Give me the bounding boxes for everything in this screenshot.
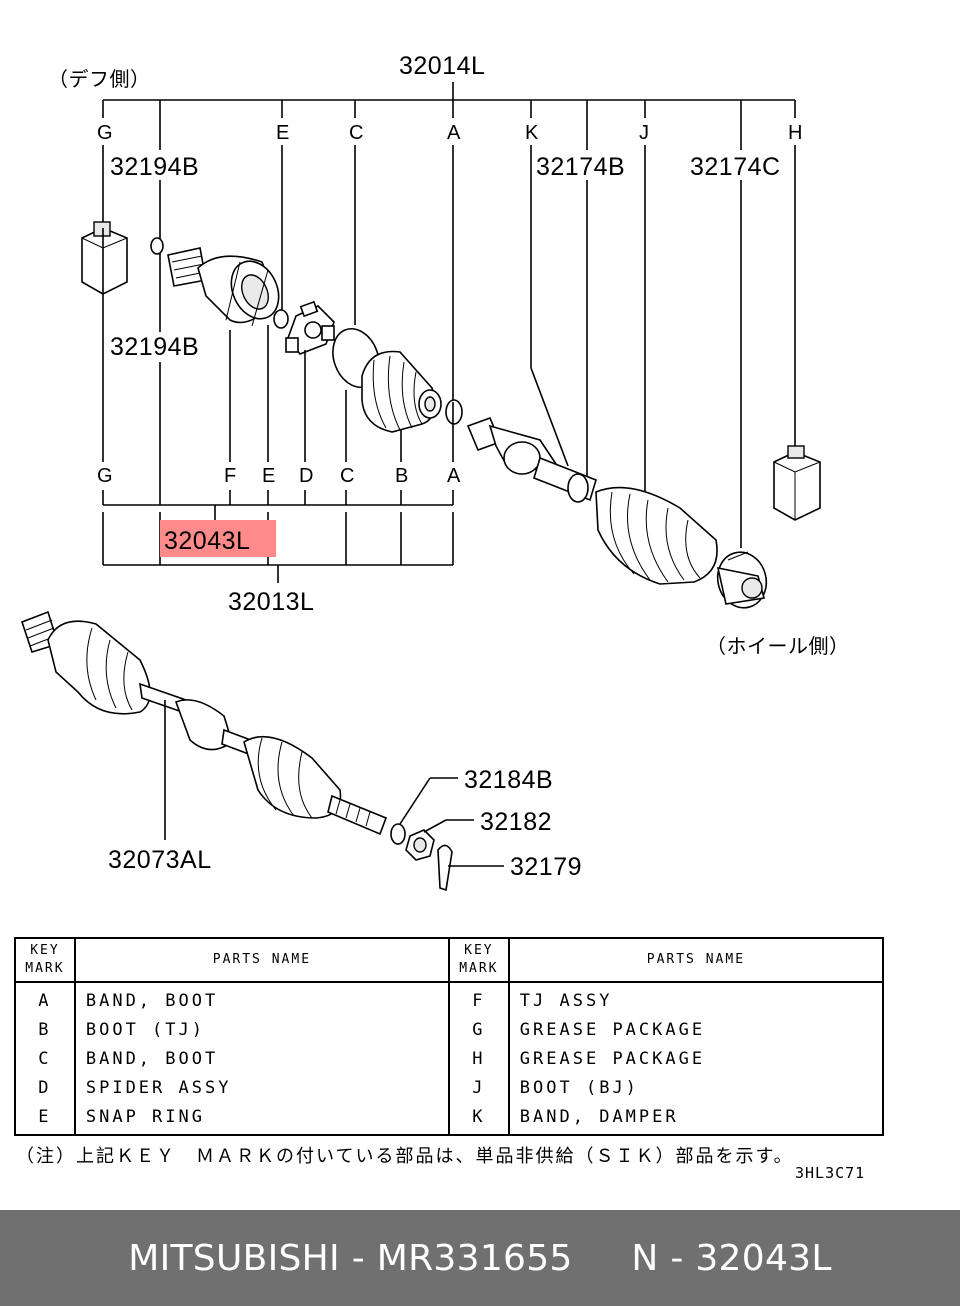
part-label-32179: 32179	[510, 853, 582, 881]
nut-icon	[405, 829, 435, 861]
left-key-column: A B C D E	[14, 981, 76, 1136]
part-label-32194b-top: 32194B	[110, 153, 199, 181]
key-mark-header-line2: MARK	[25, 961, 65, 976]
table-cell-name: SNAP RING	[85, 1107, 205, 1127]
part-label-32014l: 32014L	[399, 52, 485, 80]
right-name-column: TJ ASSY GREASE PACKAGE GREASE PACKAGE BO…	[507, 981, 885, 1136]
table-cell-name: GREASE PACKAGE	[519, 1049, 706, 1069]
right-key-column: F G H J K	[447, 981, 510, 1136]
diff-side-label: （デフ側）	[48, 68, 151, 91]
key-mark-header-right: KEY MARK	[447, 937, 510, 983]
table-cell-name: BAND, DAMPER	[519, 1107, 679, 1127]
drive-shaft-upper-icon	[466, 416, 597, 503]
key-mark-header-left: KEY MARK	[14, 937, 76, 983]
top-key-c: C	[349, 122, 363, 144]
top-key-g: G	[97, 122, 113, 144]
wheel-side-hub-icon	[716, 551, 768, 609]
table-cell-key: E	[38, 1107, 52, 1127]
table-cell-name: BOOT (BJ)	[519, 1078, 639, 1098]
table-cell-name: BAND, BOOT	[85, 991, 219, 1011]
exploded-parts-diagram: （デフ側） 32014L G E C A K J H 32194B 32174B…	[20, 52, 850, 892]
table-cell-name: BOOT (TJ)	[85, 1020, 205, 1040]
part-caption: MITSUBISHI - MR331655 N - 32043L	[128, 1237, 832, 1279]
part-label-32174b: 32174B	[536, 153, 625, 181]
grease-package-h-icon	[773, 445, 821, 521]
part-label-32043l[interactable]: 32043L	[164, 527, 250, 555]
mid-key-g: G	[97, 465, 113, 487]
mid-key-b: B	[395, 465, 408, 487]
top-key-j: J	[639, 122, 649, 144]
table-cell-key: H	[472, 1049, 486, 1069]
table-cell-key: G	[472, 1020, 486, 1040]
table-cell-key: C	[38, 1049, 52, 1069]
top-key-a: A	[447, 122, 461, 144]
top-key-k: K	[525, 122, 539, 144]
wheel-side-label: （ホイール側）	[706, 635, 850, 658]
footnote-text: （注）上記ＫＥＹ ＭＡＲＫの付いている部品は、単品非供給（ＳＩＫ）部品を示す。	[16, 1146, 794, 1167]
table-cell-key: J	[472, 1078, 486, 1098]
drive-shaft-assembly-icon	[20, 610, 388, 836]
key-mark-header-line1: KEY	[464, 943, 494, 958]
key-mark-header-line2: MARK	[459, 961, 499, 976]
caption-bar: MITSUBISHI - MR331655 N - 32043L	[0, 1210, 960, 1306]
boot-bj-icon	[595, 486, 718, 585]
mid-key-f: F	[224, 465, 236, 487]
tj-assy-icon	[167, 247, 280, 327]
table-cell-key: D	[38, 1078, 52, 1098]
part-label-32013l: 32013L	[228, 588, 314, 616]
part-label-32182: 32182	[480, 808, 552, 836]
top-key-h: H	[788, 122, 802, 144]
cotter-pin-icon	[437, 844, 453, 892]
mid-key-a: A	[447, 465, 461, 487]
spider-assy-icon	[285, 300, 335, 355]
part-label-32184b: 32184B	[464, 766, 553, 794]
boot-tj-icon	[361, 350, 442, 433]
snap-ring-e-icon	[273, 309, 289, 329]
mid-key-e: E	[262, 465, 275, 487]
mid-key-c: C	[340, 465, 354, 487]
grease-package-g-icon	[81, 221, 128, 295]
target-part-highlight	[160, 520, 276, 557]
table-cell-name: SPIDER ASSY	[85, 1078, 232, 1098]
table-cell-name: GREASE PACKAGE	[519, 1020, 706, 1040]
parts-name-header-right: PARTS NAME	[507, 937, 885, 983]
snap-ring-icon	[150, 237, 164, 255]
table-cell-key: B	[38, 1020, 52, 1040]
table-cell-key: F	[472, 991, 486, 1011]
table-cell-key: K	[472, 1107, 486, 1127]
band-boot-a-icon	[445, 399, 463, 425]
table-cell-name: TJ ASSY	[519, 991, 613, 1011]
parts-name-header-left: PARTS NAME	[73, 937, 450, 983]
key-mark-header-line1: KEY	[30, 943, 60, 958]
part-label-32174c: 32174C	[690, 153, 781, 181]
washer-icon	[390, 823, 406, 845]
mid-key-d: D	[299, 465, 313, 487]
table-cell-name: BAND, BOOT	[85, 1049, 219, 1069]
top-key-e: E	[276, 122, 289, 144]
left-name-column: BAND, BOOT BOOT (TJ) BAND, BOOT SPIDER A…	[73, 981, 450, 1136]
part-label-32194b-bottom: 32194B	[110, 333, 199, 361]
diagram-code: 3HL3C71	[795, 1164, 866, 1182]
table-body-row: A B C D E BAND, BOOT BOOT (TJ) BAND, BOO…	[14, 981, 885, 1136]
table-cell-key: A	[38, 991, 52, 1011]
table-header-row: KEY MARK PARTS NAME KEY MARK PARTS NAME	[14, 937, 885, 983]
part-label-32073al: 32073AL	[108, 846, 212, 874]
parts-key-table: KEY MARK PARTS NAME KEY MARK PARTS NAME …	[14, 937, 885, 1136]
